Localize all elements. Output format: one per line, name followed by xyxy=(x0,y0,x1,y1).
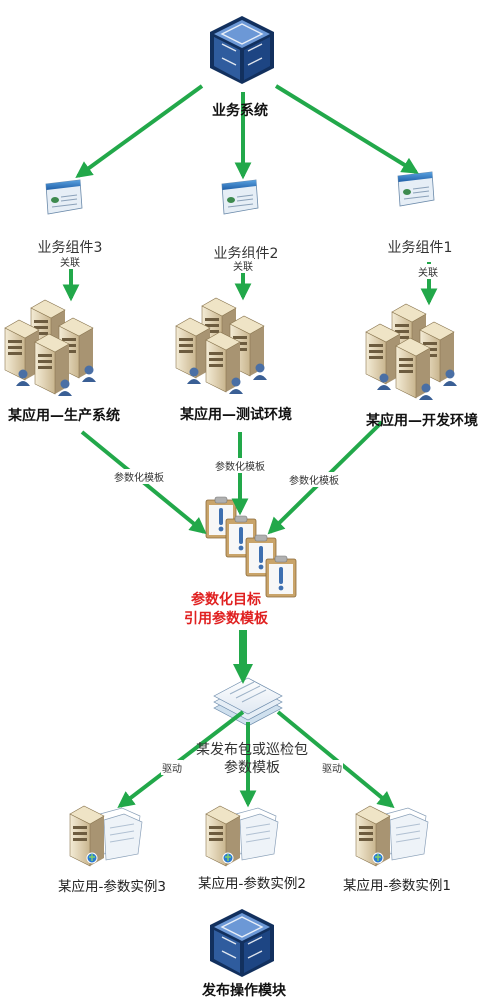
param-target-label: 参数化目标 引用参数模板 xyxy=(184,591,268,629)
instance-2-label: 某应用-参数实例2 xyxy=(198,876,306,892)
cube-icon xyxy=(209,908,275,978)
cube-icon xyxy=(209,15,275,85)
app-production-label: 某应用—生产系统 xyxy=(8,408,120,424)
app-dev-label: 某应用—开发环境 xyxy=(366,413,478,429)
relation-label-3: 关联 xyxy=(59,254,81,269)
param-template-label-left: 参数化模板 xyxy=(113,469,165,484)
thick-arrowhead xyxy=(233,664,253,684)
server-document-icon xyxy=(70,806,428,866)
documents-icon xyxy=(213,677,283,727)
param-template-label-right: 参数化模板 xyxy=(288,472,340,487)
component-3-label: 业务组件3 xyxy=(37,240,103,256)
param-template-label-mid: 参数化模板 xyxy=(214,458,266,473)
instance-1-label: 某应用-参数实例1 xyxy=(343,878,451,894)
param-target-line2: 引用参数模板 xyxy=(184,611,268,627)
app-test-label: 某应用—测试环境 xyxy=(180,407,292,423)
bottom-module-label: 发布操作模块 xyxy=(202,983,286,999)
package-line2: 参数模板 xyxy=(224,760,280,776)
drive-label-right: 驱动 xyxy=(321,760,343,775)
top-system-label: 业务系统 xyxy=(212,103,268,119)
server-cluster-icon xyxy=(5,298,457,400)
relation-label-2: 关联 xyxy=(232,258,254,273)
component-1-label: 业务组件1 xyxy=(387,240,453,256)
window-icon xyxy=(45,171,435,215)
param-target-line1: 参数化目标 xyxy=(191,592,261,608)
package-line1: 某发布包或巡检包 xyxy=(196,742,308,758)
component-2-label: 业务组件2 xyxy=(213,246,279,262)
relation-label-1: 关联 xyxy=(417,264,439,279)
package-label: 某发布包或巡检包 参数模板 xyxy=(196,741,308,777)
drive-label-left: 驱动 xyxy=(161,760,183,775)
clipboard-icon xyxy=(204,495,298,599)
instance-3-label: 某应用-参数实例3 xyxy=(58,879,166,895)
